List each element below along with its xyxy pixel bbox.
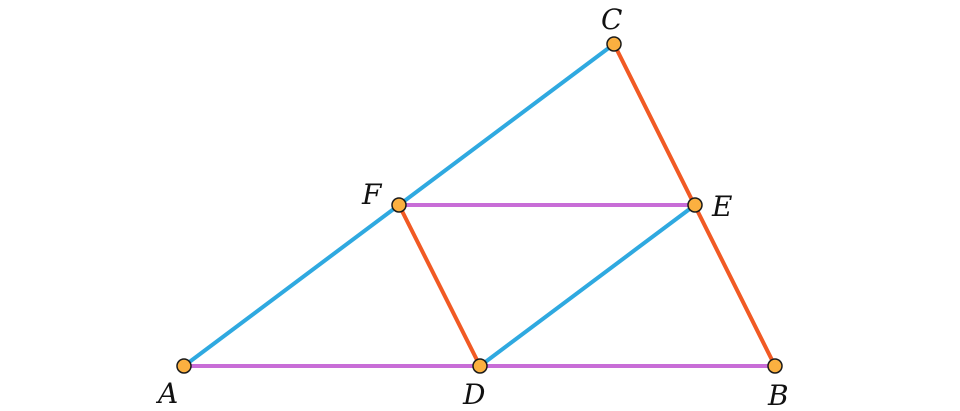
point-b-marker: [767, 358, 783, 374]
segment-de: [478, 203, 697, 368]
point-a-label: A: [155, 377, 178, 410]
point-labels: A B C D E F: [155, 3, 789, 411]
point-f-label: F: [361, 178, 383, 211]
point-c-label: C: [601, 3, 622, 36]
point-f-marker: [391, 197, 407, 213]
point-d-marker: [472, 358, 488, 374]
point-d-label: D: [462, 378, 485, 411]
segments: [182, 42, 777, 368]
segment-fd: [397, 203, 482, 368]
points: [176, 36, 783, 374]
point-e-label: E: [711, 190, 732, 223]
point-a-marker: [176, 358, 192, 374]
point-e-marker: [687, 197, 703, 213]
point-b-label: B: [767, 379, 789, 411]
point-c-marker: [606, 36, 622, 52]
